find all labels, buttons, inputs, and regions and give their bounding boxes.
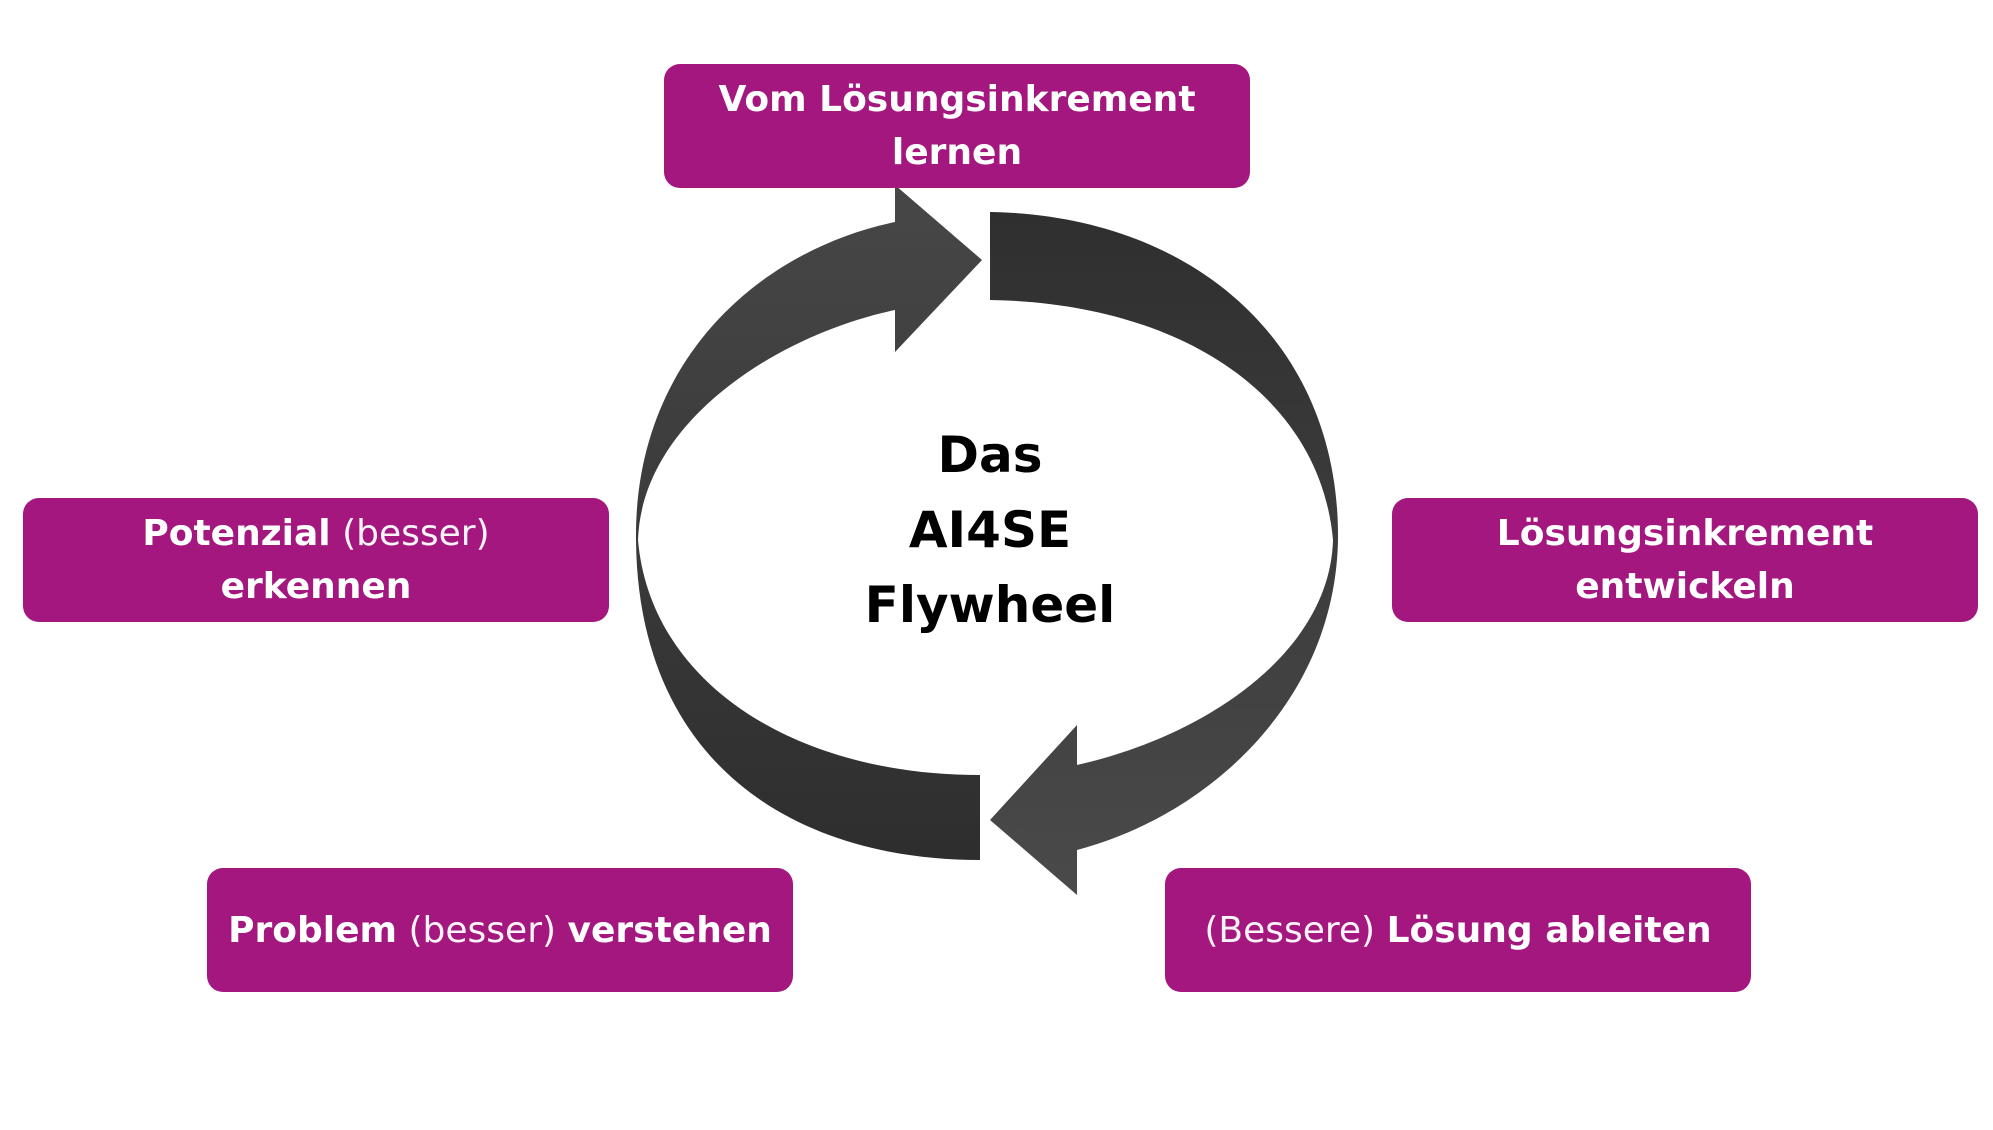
- step-left-bold1: Potenzial: [142, 513, 331, 554]
- arrow-left-up: [635, 185, 982, 860]
- step-bl-bold1: Problem: [228, 909, 398, 951]
- arrow-right-down: [990, 212, 1339, 895]
- title-line-ai4se: AI4SE: [908, 501, 1072, 559]
- step-right-line1: Lösungsinkrement: [1496, 513, 1874, 554]
- step-br-light: (Bessere): [1204, 909, 1376, 951]
- title-line-das: Das: [937, 426, 1043, 484]
- step-bl-light: (besser): [408, 909, 557, 951]
- step-derive-solution: (Bessere) Lösung ableiten: [1165, 868, 1751, 992]
- step-top-line2: lernen: [891, 132, 1023, 173]
- step-bl-bold2: verstehen: [567, 909, 772, 951]
- step-develop-increment: Lösungsinkrement entwickeln: [1392, 498, 1978, 622]
- step-top-line1: Vom Lösungsinkrement: [718, 79, 1196, 120]
- flywheel-title: Das AI4SE Flywheel: [790, 418, 1190, 643]
- step-right-line2: entwickeln: [1575, 566, 1795, 607]
- step-br-bold: Lösung ableiten: [1386, 909, 1712, 951]
- step-left-bold2: erkennen: [220, 566, 412, 607]
- step-learn-from-increment: Vom Lösungsinkrement lernen: [664, 64, 1250, 188]
- step-understand-problem: Problem (besser) verstehen: [207, 868, 793, 992]
- title-line-flywheel: Flywheel: [864, 576, 1116, 634]
- step-recognize-potential: Potenzial (besser) erkennen: [23, 498, 609, 622]
- step-left-light: (besser): [342, 513, 490, 554]
